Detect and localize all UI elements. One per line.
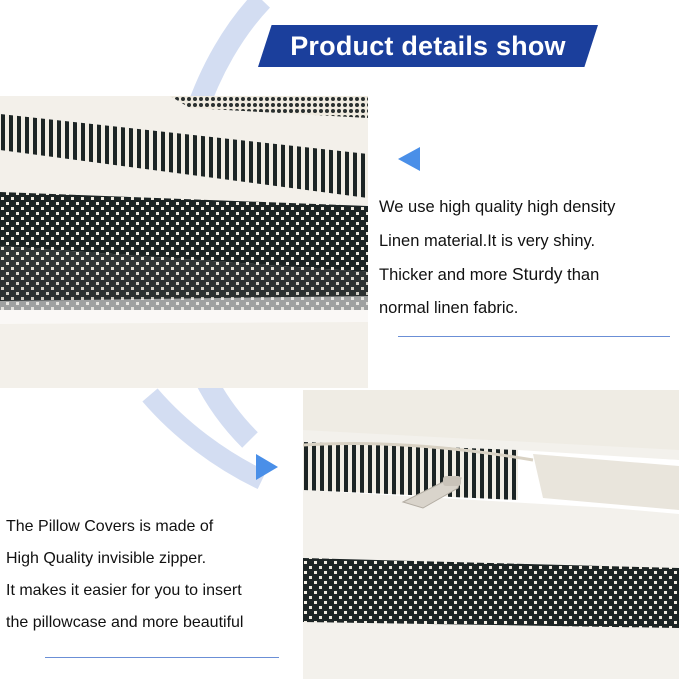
zipper-line-1: The Pillow Covers is made of: [6, 518, 214, 535]
section-divider-bottom: [45, 657, 279, 658]
zipper-line-4: the pillowcase and more beautiful: [6, 614, 244, 631]
material-line-2: Linen material.It is very shiny.: [379, 231, 596, 250]
material-description: We use high quality high density Linen m…: [379, 196, 679, 330]
triangle-left-icon: [398, 147, 420, 171]
material-emphasis: Sturdy: [511, 264, 563, 284]
zipper-description: The Pillow Covers is made of High Qualit…: [6, 516, 306, 644]
zipper-line-3: It makes it easier for you to insert: [6, 582, 242, 599]
material-line-3-start: Thicker and more: [379, 266, 512, 284]
material-line-3-end: than: [562, 266, 600, 284]
fabric-closeup-photo: [0, 96, 368, 388]
triangle-right-icon: [256, 454, 278, 480]
material-line-3: Thicker and more Sturdy than: [379, 263, 679, 297]
section-divider-top: [398, 336, 670, 337]
material-line-4: normal linen fabric.: [379, 298, 519, 317]
banner-title: Product details show: [290, 30, 566, 61]
material-line-1: We use high quality high density: [379, 198, 616, 216]
title-banner: Product details show: [258, 25, 598, 67]
zipper-line-2: High Quality invisible zipper.: [6, 550, 207, 567]
zipper-closeup-photo: [303, 390, 679, 679]
